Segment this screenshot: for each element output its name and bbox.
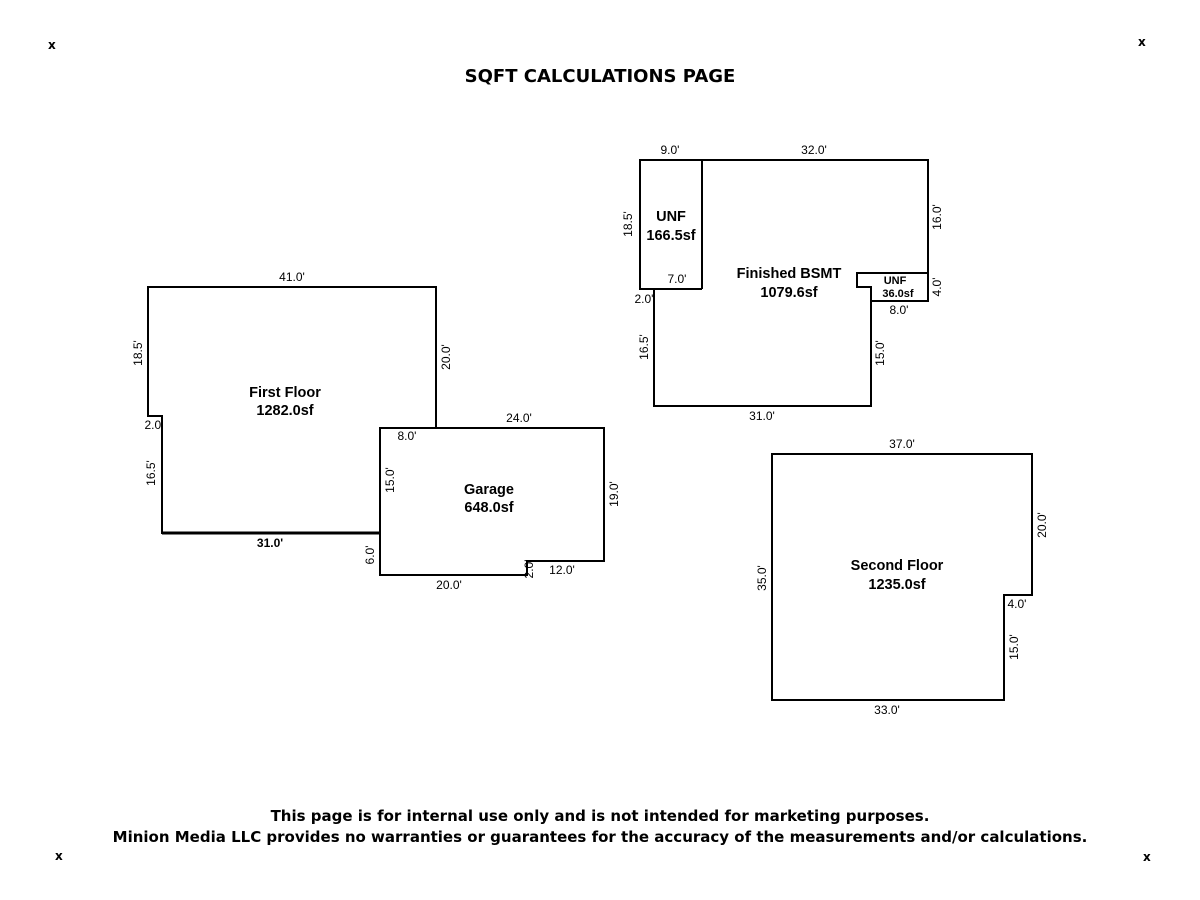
garage-dim-top: 24.0' bbox=[506, 411, 532, 425]
second-floor-dim-notch: 4.0' bbox=[1008, 597, 1027, 611]
garage-dim-bottom-right: 12.0' bbox=[549, 563, 575, 577]
disclaimer-line-2: Minion Media LLC provides no warranties … bbox=[112, 828, 1088, 846]
basement-dim-unf-bottom: 8.0' bbox=[890, 303, 909, 317]
second-floor-dim-top: 37.0' bbox=[889, 437, 915, 451]
basement-dim-top-left: 9.0' bbox=[661, 143, 680, 157]
garage-dim-right: 19.0' bbox=[607, 481, 621, 507]
basement-dim-right-lower: 15.0' bbox=[873, 340, 887, 366]
basement-name: Finished BSMT bbox=[737, 266, 842, 282]
basement-unf-left-area: 166.5sf bbox=[646, 228, 695, 244]
corner-mark-top-right: x bbox=[1138, 35, 1146, 49]
second-floor-dim-left: 35.0' bbox=[755, 565, 769, 591]
garage-dim-left-lower: 6.0' bbox=[363, 546, 377, 565]
garage-area: 648.0sf bbox=[464, 500, 513, 516]
disclaimer-line-1: This page is for internal use only and i… bbox=[270, 807, 930, 825]
garage-dim-step: 2.0' bbox=[522, 560, 536, 579]
garage-outline bbox=[379, 427, 605, 576]
first-floor-dim-right: 20.0' bbox=[439, 344, 453, 370]
basement-dim-left-lower: 16.5' bbox=[637, 334, 651, 360]
first-floor-dim-left-lower: 16.5' bbox=[144, 460, 158, 486]
basement-dim-unf-left: 18.5' bbox=[621, 211, 635, 237]
page-title: SQFT CALCULATIONS PAGE bbox=[464, 66, 736, 87]
first-floor-dim-notch: 2.0' bbox=[145, 418, 164, 432]
basement-unf-right-name: UNF bbox=[884, 275, 907, 287]
basement-unf-right-area: 36.0sf bbox=[882, 288, 914, 300]
corner-mark-top-left: x bbox=[48, 38, 56, 52]
first-floor-area: 1282.0sf bbox=[256, 403, 313, 419]
first-floor-dim-bottom: 31.0' bbox=[257, 536, 283, 550]
second-floor-area: 1235.0sf bbox=[868, 577, 925, 593]
corner-mark-bottom-left: x bbox=[55, 849, 63, 863]
first-floor-name: First Floor bbox=[249, 385, 321, 401]
basement-unf-small-outline bbox=[856, 272, 928, 301]
first-floor-dim-top: 41.0' bbox=[279, 270, 305, 284]
basement-dim-bottom: 31.0' bbox=[749, 409, 775, 423]
garage-dim-left-upper: 15.0' bbox=[383, 467, 397, 493]
basement-dim-unf-right: 4.0' bbox=[930, 278, 944, 297]
basement-unf-left-name: UNF bbox=[656, 209, 686, 225]
first-floor-dim-left-upper: 18.5' bbox=[131, 340, 145, 366]
corner-mark-bottom-right: x bbox=[1143, 850, 1151, 864]
garage-dim-bottom-left: 20.0' bbox=[436, 578, 462, 592]
second-floor-outline bbox=[771, 453, 1033, 701]
basement-dim-right-upper: 16.0' bbox=[930, 204, 944, 230]
basement-area: 1079.6sf bbox=[760, 285, 817, 301]
garage-name: Garage bbox=[464, 482, 514, 498]
basement-dim-notch: 2.0' bbox=[635, 292, 654, 306]
basement-dim-top-right: 32.0' bbox=[801, 143, 827, 157]
first-floor-dim-inner: 8.0' bbox=[398, 429, 417, 443]
basement-outline bbox=[639, 159, 929, 407]
basement-dim-unf-inner: 7.0' bbox=[668, 272, 687, 286]
second-floor-dim-bottom: 33.0' bbox=[874, 703, 900, 717]
second-floor-dim-right-upper: 20.0' bbox=[1035, 512, 1049, 538]
second-floor-name: Second Floor bbox=[851, 558, 944, 574]
second-floor-dim-right-lower: 15.0' bbox=[1007, 634, 1021, 660]
